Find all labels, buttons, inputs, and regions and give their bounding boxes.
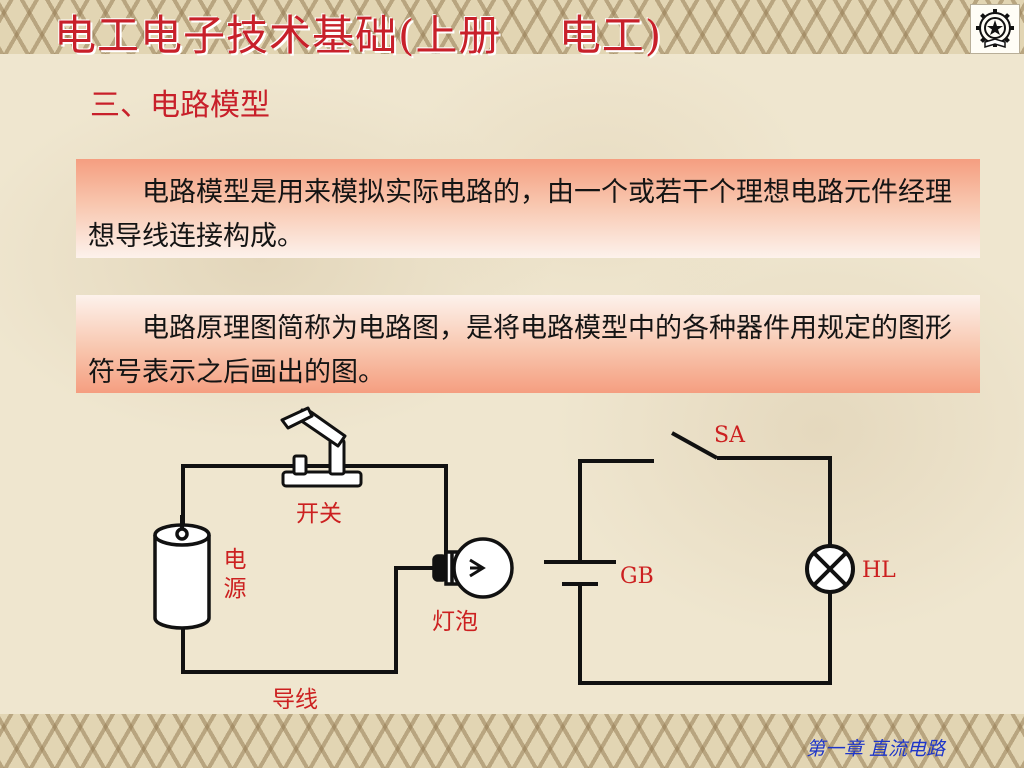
circuit-diagram-definition: 电路原理图简称为电路图，是将电路模型中的各种器件用规定的图形符号表示之后画出的图… — [76, 295, 980, 393]
switch-symbol-icon — [671, 431, 718, 460]
logo-graphic — [976, 9, 1014, 49]
knife-switch-icon — [280, 406, 363, 488]
page-title: 电工电子技术基础(上册 电工) — [54, 11, 663, 60]
schematic-lamp-label: HL — [862, 558, 896, 583]
battery-symbol-icon — [544, 549, 616, 590]
battery-cell-icon — [153, 515, 211, 630]
circuit-model-definition: 电路模型是用来模拟实际电路的，由一个或若干个理想电路元件经理想导线连接构成。 — [76, 159, 980, 258]
lamp-symbol-icon — [805, 544, 855, 594]
schematic-battery-label: GB — [620, 564, 654, 589]
pictorial-wires — [181, 464, 448, 674]
wire-bottom — [181, 566, 436, 674]
power-source-label: 电源 — [223, 547, 247, 602]
section-heading: 三、电路模型 — [90, 88, 270, 123]
bulb-label: 灯泡 — [432, 609, 478, 635]
gear-star-book-logo-icon — [970, 4, 1020, 54]
schematic-switch-label: SA — [714, 423, 745, 448]
wire-top — [181, 464, 448, 555]
wire-label: 导线 — [272, 687, 318, 713]
schematic-wire-left-top — [578, 459, 654, 549]
light-bulb-icon — [432, 537, 514, 599]
schematic-wire-left-bottom — [578, 583, 832, 685]
schematic-wire-right-top — [717, 456, 832, 546]
chapter-footer: 第一章 直流电路 — [806, 738, 946, 760]
bottom-ornamental-band — [0, 714, 1024, 768]
top-ornamental-band — [0, 0, 1024, 54]
schematic-wires — [578, 456, 832, 685]
switch-label: 开关 — [296, 501, 342, 527]
